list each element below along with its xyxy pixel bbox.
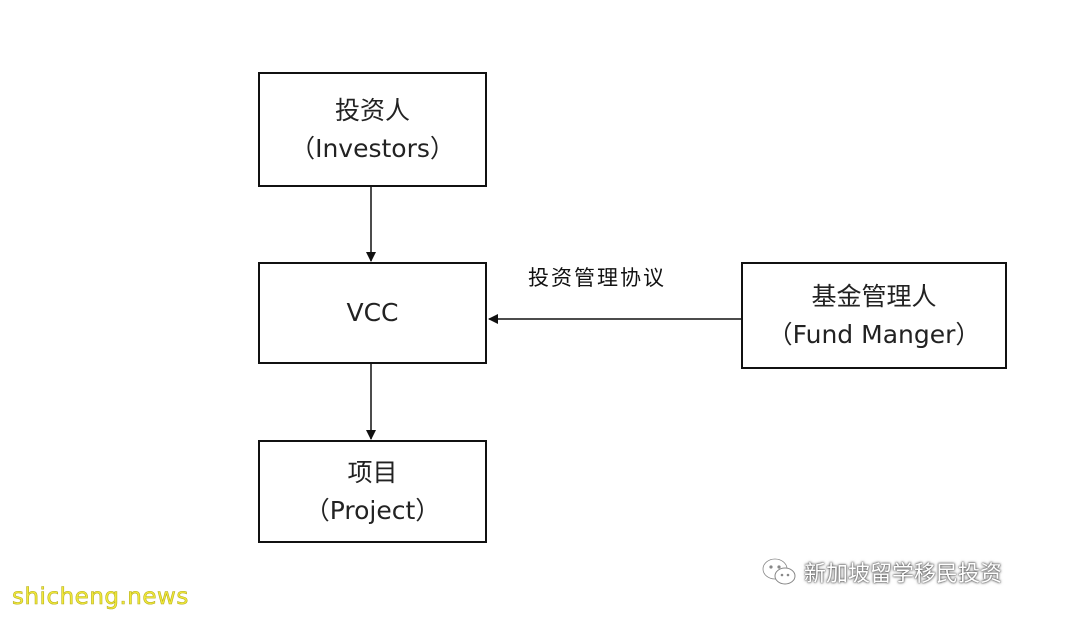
wechat-account-name: 新加坡留学移民投资 <box>804 562 1003 587</box>
node-investors-subtitle: （Investors） <box>290 133 455 163</box>
node-vcc-title: VCC <box>346 298 399 327</box>
node-project-title: 项目 <box>347 457 398 487</box>
wechat-credit: 新加坡留学移民投资 <box>760 556 1002 588</box>
node-project: 项目 （Project） <box>258 440 487 543</box>
wechat-icon <box>760 556 798 588</box>
node-fund-manager-title: 基金管理人 <box>811 281 937 311</box>
node-investors-title: 投资人 <box>334 95 410 125</box>
node-vcc: VCC <box>258 262 487 364</box>
node-project-subtitle: （Project） <box>304 495 441 525</box>
edge-label-agreement: 投资管理协议 <box>528 266 666 290</box>
node-fund-manager-subtitle: （Fund Manger） <box>767 319 981 349</box>
node-investors: 投资人 （Investors） <box>258 72 487 187</box>
site-watermark: shicheng.news <box>12 584 189 611</box>
node-fund-manager: 基金管理人 （Fund Manger） <box>741 262 1007 369</box>
